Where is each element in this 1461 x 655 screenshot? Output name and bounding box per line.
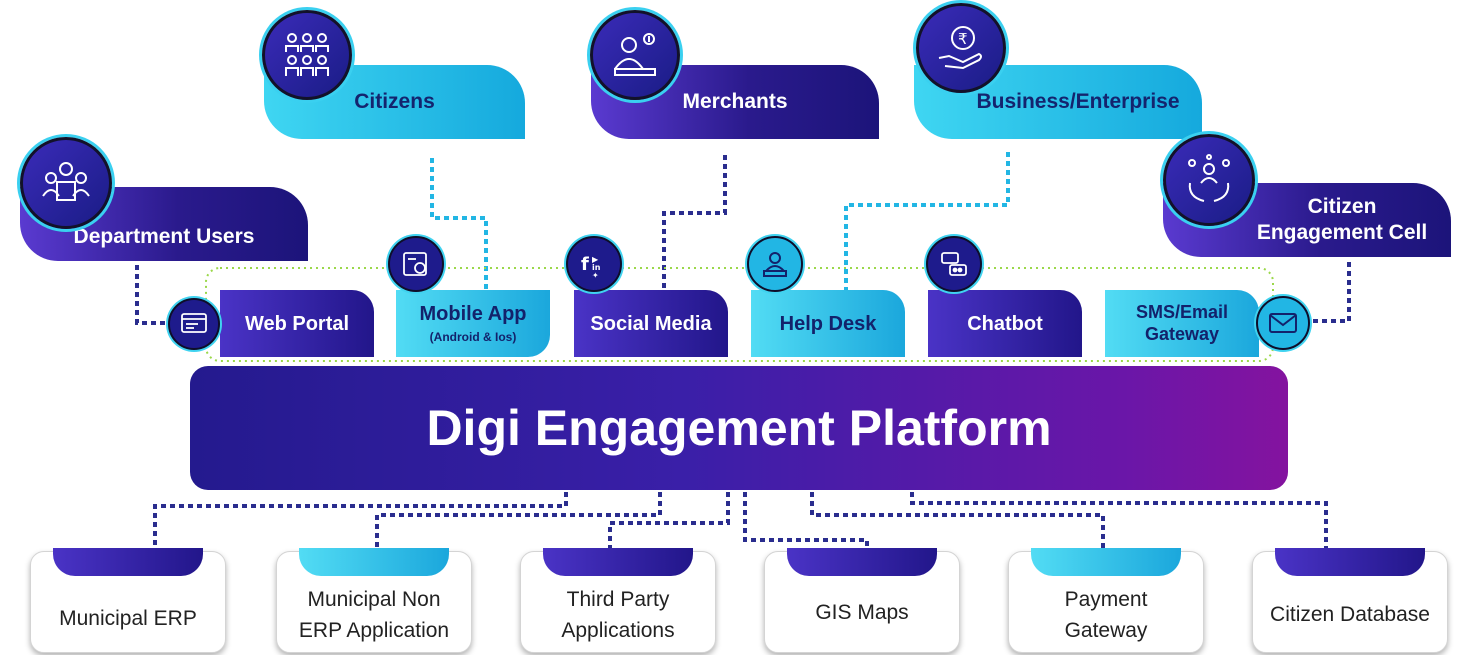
svg-text:in: in: [592, 263, 601, 272]
department-users-icon: [20, 137, 112, 229]
system-municipal-erp-label: Municipal ERP: [31, 604, 225, 634]
connector-platform-citizen-db: [910, 492, 1328, 548]
channel-chatbot-label: Chatbot: [967, 312, 1043, 335]
web-portal-icon: [168, 298, 220, 350]
stakeholder-citizens-label: Citizens: [354, 89, 435, 113]
engagement-care-icon: [1163, 134, 1255, 226]
svg-text:f: f: [581, 254, 589, 275]
connector-cell-sms: [1306, 262, 1351, 323]
card-cap: [1031, 548, 1181, 576]
connector-citizens-mobile: [430, 158, 488, 292]
system-citizen-database: Citizen Database: [1252, 548, 1448, 653]
card-cap: [543, 548, 693, 576]
chatbot-icon: [926, 236, 982, 292]
envelope-icon: [1256, 296, 1310, 350]
channel-help-desk-label: Help Desk: [779, 312, 877, 335]
mobile-app-icon: [388, 236, 444, 292]
connector-platform-nonerp: [375, 492, 662, 548]
stakeholder-business-label: Business/Enterprise: [976, 89, 1180, 113]
system-municipal-non-erp-label: Municipal Non ERP Application: [277, 585, 471, 646]
system-citizen-database-label: Citizen Database: [1253, 600, 1447, 630]
channel-sms-email-line1: SMS/Email: [1135, 301, 1229, 322]
non-erp-line2: ERP Application: [298, 618, 450, 642]
card-cap: [787, 548, 937, 576]
stakeholder-merchants-label: Merchants: [682, 89, 788, 113]
svg-text:▶: ▶: [592, 255, 599, 264]
system-payment-gateway-label: Payment Gateway: [1009, 585, 1203, 646]
payment-line1: Payment: [1064, 588, 1148, 612]
third-line1: Third Party: [566, 588, 670, 612]
svg-text:✦: ✦: [592, 271, 599, 280]
channel-chatbot[interactable]: Chatbot: [928, 290, 1082, 357]
connector-platform-third: [608, 492, 730, 548]
stakeholder-citizens: Citizens: [264, 65, 525, 139]
digi-engagement-platform: Digi Engagement Platform: [190, 366, 1288, 490]
payment-line2: Gateway: [1064, 618, 1148, 642]
channel-social-media-label: Social Media: [590, 312, 712, 335]
system-municipal-erp: Municipal ERP: [30, 548, 226, 653]
stakeholder-department-users-label: Department Users: [73, 224, 255, 248]
system-gis-maps-label: GIS Maps: [765, 598, 959, 628]
citizen-engagement-cell-line1: Citizen: [1307, 194, 1377, 218]
connector-department-web: [135, 256, 172, 325]
channel-mobile-app-sub: (Android & Ios): [429, 330, 517, 345]
system-municipal-non-erp: Municipal Non ERP Application: [276, 548, 472, 653]
channel-web-portal-label: Web Portal: [244, 312, 350, 335]
channel-sms-email-line2: Gateway: [1144, 323, 1220, 344]
svg-text:₹: ₹: [958, 30, 968, 48]
card-cap: [1275, 548, 1425, 576]
channel-web-portal[interactable]: Web Portal: [220, 290, 374, 357]
channel-help-desk[interactable]: Help Desk: [751, 290, 905, 357]
merchants-icon: [590, 10, 680, 100]
system-gis-maps: GIS Maps: [764, 548, 960, 653]
social-media-icon: f ▶ in ✦: [566, 236, 622, 292]
gis-text: GIS Maps: [815, 600, 909, 624]
citizen-db-text: Citizen Database: [1270, 602, 1430, 626]
platform-title: Digi Engagement Platform: [426, 400, 1052, 456]
system-third-party-label: Third Party Applications: [521, 585, 715, 646]
citizens-icon: [262, 10, 352, 100]
connector-platform-gis: [743, 492, 869, 548]
card-cap: [299, 548, 449, 576]
third-line2: Applications: [561, 618, 675, 642]
channel-sms-email-gateway[interactable]: SMS/Email Gateway: [1105, 290, 1259, 357]
money-hand-icon: ₹: [916, 3, 1006, 93]
erp-text: Municipal ERP: [59, 606, 197, 630]
system-payment-gateway: Payment Gateway: [1008, 548, 1204, 653]
channel-mobile-app-label: Mobile App: [419, 303, 527, 326]
connector-merchants-social: [662, 155, 727, 292]
card-cap: [53, 548, 203, 576]
system-third-party: Third Party Applications: [520, 548, 716, 653]
non-erp-line1: Municipal Non: [307, 588, 441, 612]
help-desk-icon: [747, 236, 803, 292]
connector-platform-payment: [810, 492, 1105, 548]
connector-platform-erp: [153, 492, 568, 548]
channel-mobile-app[interactable]: Mobile App (Android & Ios): [396, 290, 550, 357]
channel-social-media[interactable]: Social Media: [574, 290, 728, 357]
citizen-engagement-cell-line2: Engagement Cell: [1256, 221, 1428, 244]
